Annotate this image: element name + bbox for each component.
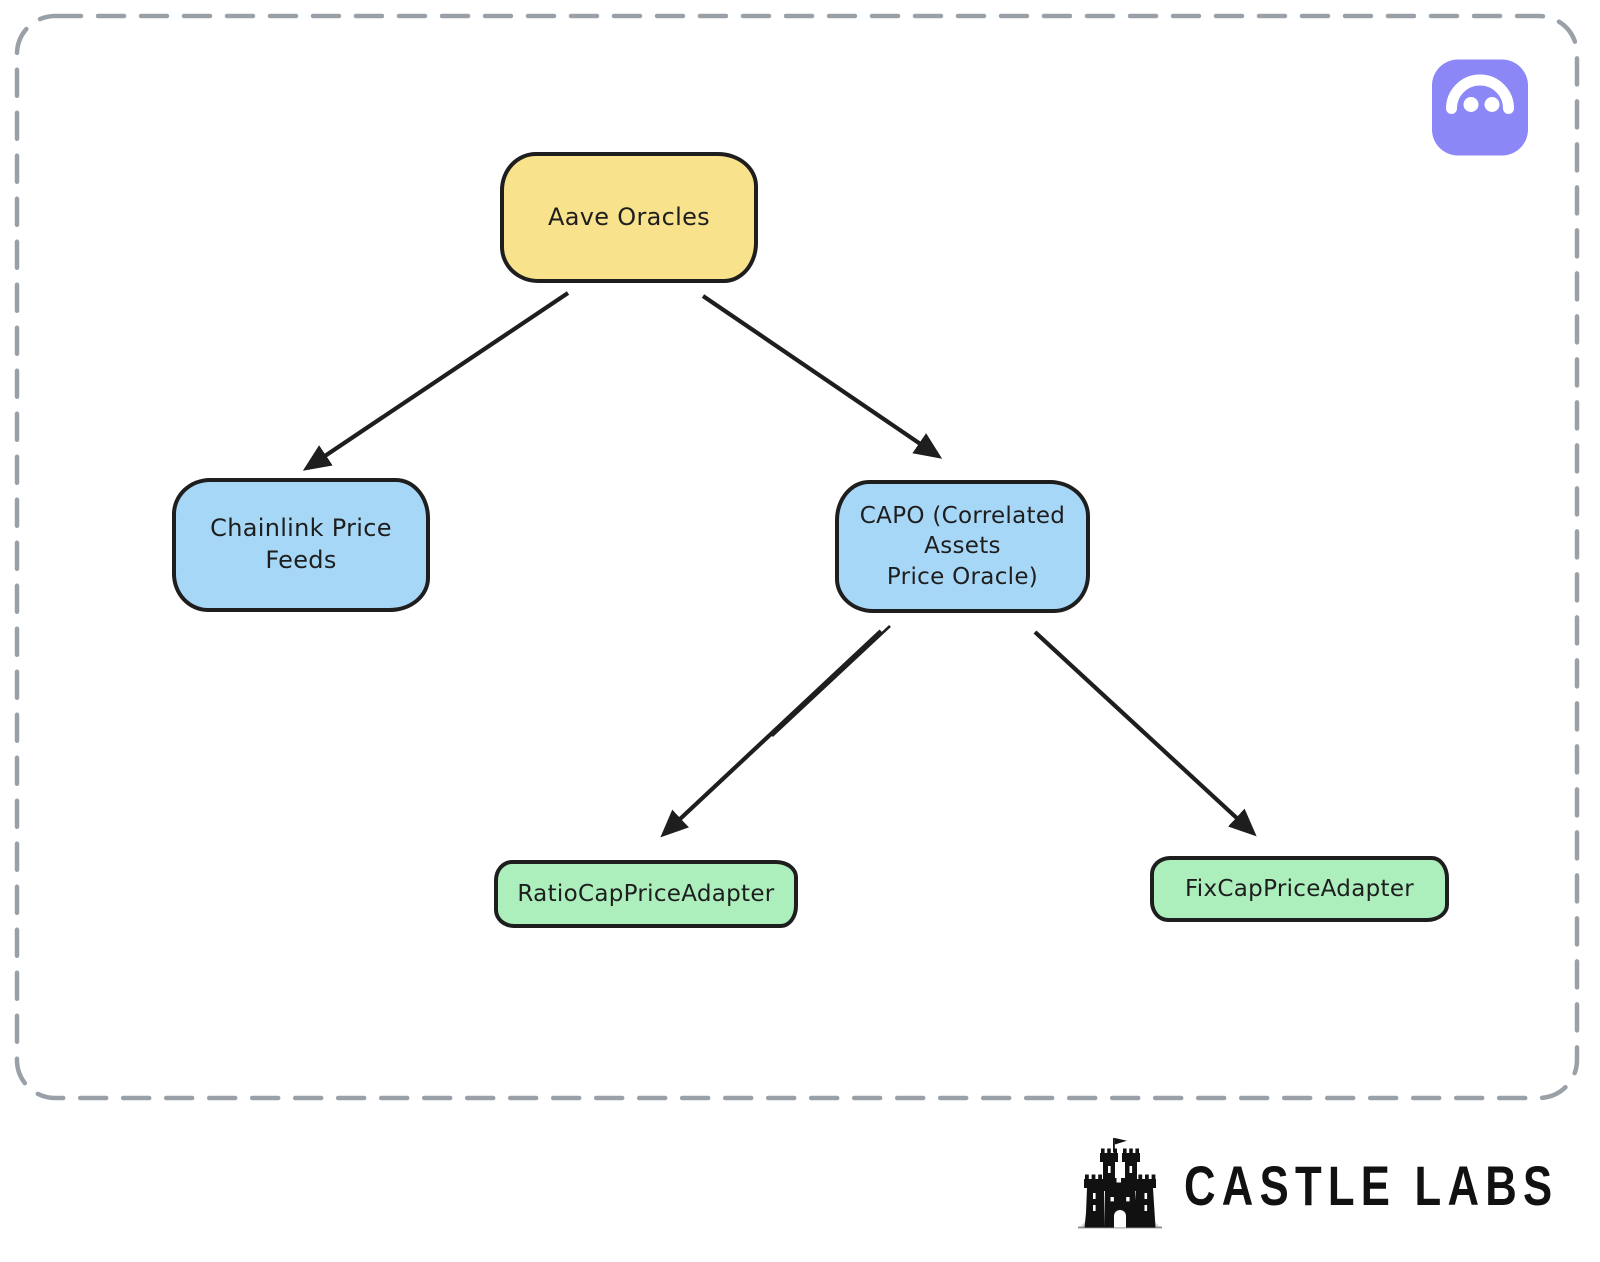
- node-capo: CAPO (Correlated Assets Price Oracle): [835, 480, 1090, 613]
- app-logo: [1432, 59, 1528, 156]
- node-label: Chainlink Price Feeds: [210, 514, 392, 574]
- node-ratio-cap-price-adapter: RatioCapPriceAdapter: [494, 860, 798, 928]
- node-aave-oracles: Aave Oracles: [500, 152, 758, 283]
- edge-capo-to-ratio-sketch-stroke: [771, 625, 891, 737]
- arch-logo-icon: [1432, 59, 1528, 156]
- castle-icon: [1078, 1138, 1162, 1229]
- edge-capo-to-ratio: [660, 629, 883, 838]
- castle-labs-logo: CASTLE LABS: [1070, 1120, 1590, 1250]
- node-fix-cap-price-adapter: FixCapPriceAdapter: [1150, 856, 1449, 922]
- node-chainlink-price-feeds: Chainlink Price Feeds: [172, 478, 430, 612]
- node-label: RatioCapPriceAdapter: [517, 880, 775, 907]
- edge-aave-to-capo: [701, 294, 943, 459]
- edge-capo-to-fix: [1033, 630, 1257, 837]
- castle-labs-wordmark: CASTLE LABS: [1184, 1153, 1559, 1217]
- node-label: CAPO (Correlated Assets Price Oracle): [859, 502, 1066, 590]
- node-label: FixCapPriceAdapter: [1184, 875, 1415, 902]
- edge-aave-to-chainlink: [302, 291, 570, 471]
- node-label: Aave Oracles: [548, 202, 710, 231]
